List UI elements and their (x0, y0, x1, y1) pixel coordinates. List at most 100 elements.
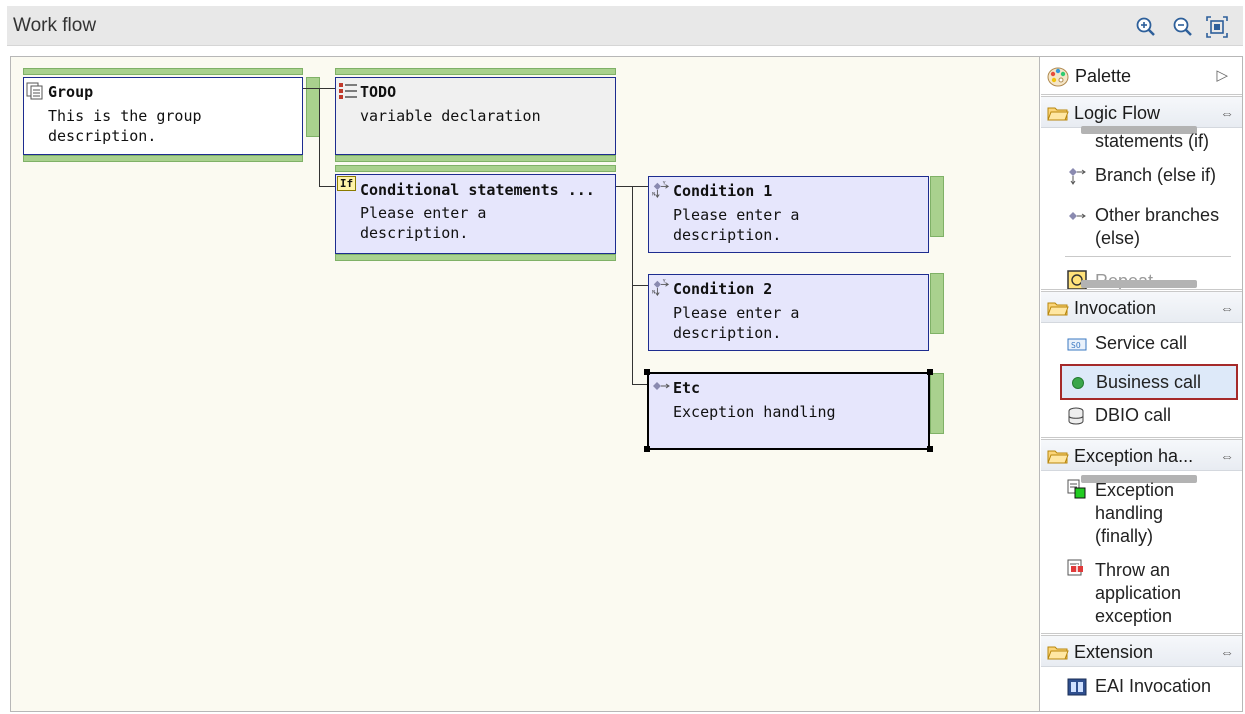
zoom-out-icon[interactable] (1172, 16, 1194, 38)
svg-text:Y: Y (662, 279, 666, 285)
palette-collapse-icon[interactable]: ▷ (1216, 67, 1228, 84)
selection-handle[interactable] (927, 446, 933, 452)
node-description: Please enter a description. (673, 304, 800, 342)
if-badge-icon: If (337, 176, 356, 191)
svg-text:N: N (652, 191, 655, 197)
selection-handle[interactable] (644, 369, 650, 375)
palette-icon (1047, 67, 1069, 87)
branch-icon: YN (652, 181, 670, 199)
todo-top-bar (335, 68, 616, 75)
cond-top-bar (335, 165, 616, 172)
svg-text:Y: Y (662, 181, 666, 187)
folder-icon (1047, 107, 1069, 121)
palette-item-label: Exception handling (finally) (1095, 480, 1175, 546)
palette-item-business-call[interactable]: Business call (1060, 364, 1238, 400)
divider (1065, 256, 1231, 257)
zoom-in-icon[interactable] (1135, 16, 1157, 38)
node-title: Group (48, 83, 94, 101)
connector (632, 384, 648, 385)
node-title: Etc (673, 379, 701, 397)
view-titlebar: Work flow (7, 6, 1243, 46)
group-icon (26, 82, 43, 100)
scroll-indicator[interactable] (1081, 280, 1197, 288)
branch-icon: YN (652, 279, 670, 297)
palette-section-logic-flow: Logic Flow ⇔ statements (if) Branch (els… (1041, 96, 1242, 290)
selection-handle[interactable] (927, 369, 933, 375)
connector (632, 285, 648, 286)
todo-bottom-bar (335, 155, 616, 162)
node-description: variable declaration (360, 107, 541, 125)
folder-icon (1047, 646, 1069, 660)
database-icon (1068, 407, 1084, 425)
etc-side-bar (930, 373, 944, 434)
node-description: Exception handling (673, 403, 836, 421)
section-label: Logic Flow (1074, 103, 1161, 123)
condition1-side-bar (930, 176, 944, 237)
other-branch-icon (653, 382, 670, 390)
etc-node[interactable]: Etc Exception handling (647, 372, 930, 450)
fit-to-window-icon[interactable] (1206, 16, 1228, 38)
palette-item-label: Business call (1096, 372, 1202, 392)
section-collapse-icon[interactable]: ⇔ (1220, 448, 1234, 464)
service-call-icon: SO (1067, 338, 1087, 351)
node-description: Please enter a description. (673, 206, 800, 244)
node-description: Please enter a description. (360, 204, 487, 242)
section-label: Extension (1074, 642, 1154, 662)
todo-node[interactable]: TODO variable declaration (335, 77, 616, 155)
group-top-bar (23, 68, 303, 75)
business-call-icon (1072, 377, 1084, 389)
throw-exception-icon (1067, 559, 1083, 576)
eai-invocation-icon (1067, 678, 1087, 696)
palette-header[interactable]: Palette ▷ (1041, 57, 1242, 95)
palette-item-label: statements (if) (1095, 131, 1210, 151)
condition2-side-bar (930, 273, 944, 334)
section-header-invocation[interactable]: Invocation ⇔ (1041, 291, 1242, 323)
palette-item-label: Service call (1095, 333, 1188, 353)
conditional-node[interactable]: If Conditional statements ... Please ent… (335, 174, 616, 254)
group-side-bar (306, 77, 320, 137)
editor-frame: Group This is the group description. TOD… (10, 56, 1243, 712)
section-label: Invocation (1074, 298, 1157, 318)
folder-icon (1047, 450, 1069, 464)
folder-icon (1047, 302, 1069, 316)
workflow-canvas[interactable]: Group This is the group description. TOD… (11, 57, 1040, 711)
section-collapse-icon[interactable]: ⇔ (1220, 644, 1234, 660)
section-header-exception-handling[interactable]: Exception ha... ⇔ (1041, 439, 1242, 471)
node-description: This is the group description. (48, 107, 202, 145)
node-title: Condition 2 (673, 280, 773, 298)
svg-text:N: N (652, 289, 655, 295)
node-title: TODO (360, 83, 397, 101)
node-title: Condition 1 (673, 182, 773, 200)
palette-item-label: EAI Invocation (1095, 676, 1212, 696)
branch-icon (1069, 168, 1086, 185)
node-title: Conditional statements ... (360, 181, 595, 199)
palette-section-invocation: Invocation ⇔ SO Service call Business ca… (1041, 291, 1242, 438)
scroll-indicator[interactable] (1081, 475, 1197, 483)
palette-title: Palette (1075, 66, 1132, 86)
palette-item-label: Throw an application exception (1095, 560, 1182, 626)
section-header-extension[interactable]: Extension ⇔ (1041, 635, 1242, 667)
palette-item-label: DBIO call (1095, 405, 1172, 425)
group-bottom-bar (23, 155, 303, 162)
section-collapse-icon[interactable]: ⇔ (1220, 300, 1234, 316)
section-label: Exception ha... (1074, 446, 1194, 466)
exception-handling-icon (1067, 479, 1086, 499)
selection-handle[interactable] (644, 446, 650, 452)
group-node[interactable]: Group This is the group description. (23, 77, 303, 155)
palette-item-label: Branch (else if) (1095, 165, 1217, 185)
section-header-logic-flow[interactable]: Logic Flow ⇔ (1041, 96, 1242, 128)
todo-list-icon (339, 83, 357, 99)
svg-text:SO: SO (1071, 341, 1081, 350)
view-title: Work flow (13, 15, 97, 36)
other-branch-icon (1069, 212, 1086, 220)
connector (319, 186, 335, 187)
palette-panel: Palette ▷ Logic Flow ⇔ statements (if) B… (1041, 57, 1242, 711)
section-collapse-icon[interactable]: ⇔ (1220, 105, 1234, 121)
cond-bottom-bar (335, 254, 616, 261)
connector (319, 88, 320, 186)
palette-section-extension: Extension ⇔ EAI Invocation (1041, 635, 1242, 711)
scroll-indicator[interactable] (1081, 126, 1197, 134)
palette-item-label: Other branches (else) (1095, 205, 1220, 248)
